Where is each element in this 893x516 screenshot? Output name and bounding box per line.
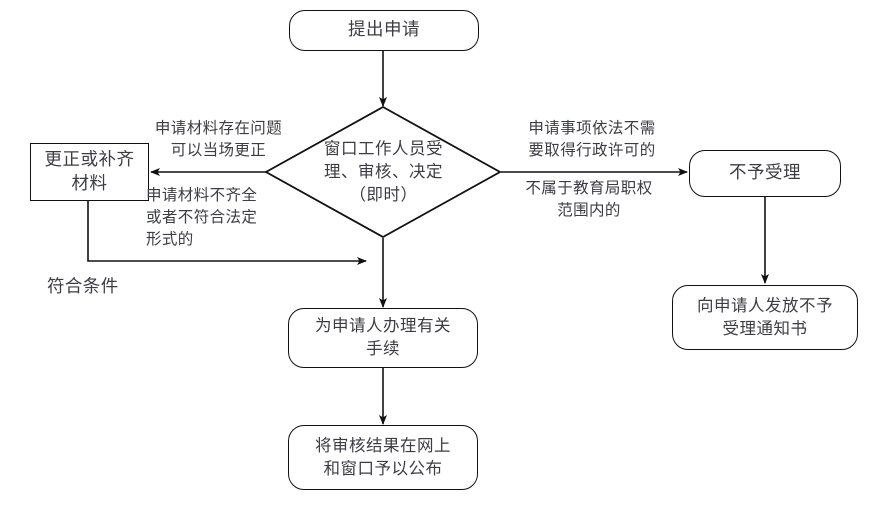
- edge-label-incomplete-materials: 申请材料不齐全 或者不符合法定 形式的: [146, 186, 258, 248]
- decision-diamond-label: 窗口工作人员受 理、审核、决定 （即时）: [324, 139, 443, 204]
- node-process-formalities[interactable]: 为申请人办理有关 手续: [288, 308, 478, 368]
- node-correct-materials[interactable]: 更正或补齐 材料: [30, 143, 149, 201]
- edge-label-qualified: 符合条件: [47, 277, 119, 297]
- edge-label-out-of-scope: 不属于教育局职权 范围内的: [525, 179, 653, 219]
- node-submit-application[interactable]: 提出申请: [289, 10, 479, 51]
- edge-label-correct-onsite: 申请材料存在问题 可以当场更正: [154, 119, 283, 159]
- edge-label-no-permit-required: 申请事项依法不需 要取得行政许可的: [528, 119, 656, 159]
- node-reject-acceptance[interactable]: 不予受理: [689, 150, 841, 197]
- node-publish-results[interactable]: 将审核结果在网上 和窗口予以公布: [288, 425, 478, 490]
- node-issue-rejection-notice[interactable]: 向申请人发放不予 受理通知书: [672, 285, 858, 350]
- node-window-staff-review[interactable]: 窗口工作人员受 理、审核、决定 （即时）: [266, 107, 501, 238]
